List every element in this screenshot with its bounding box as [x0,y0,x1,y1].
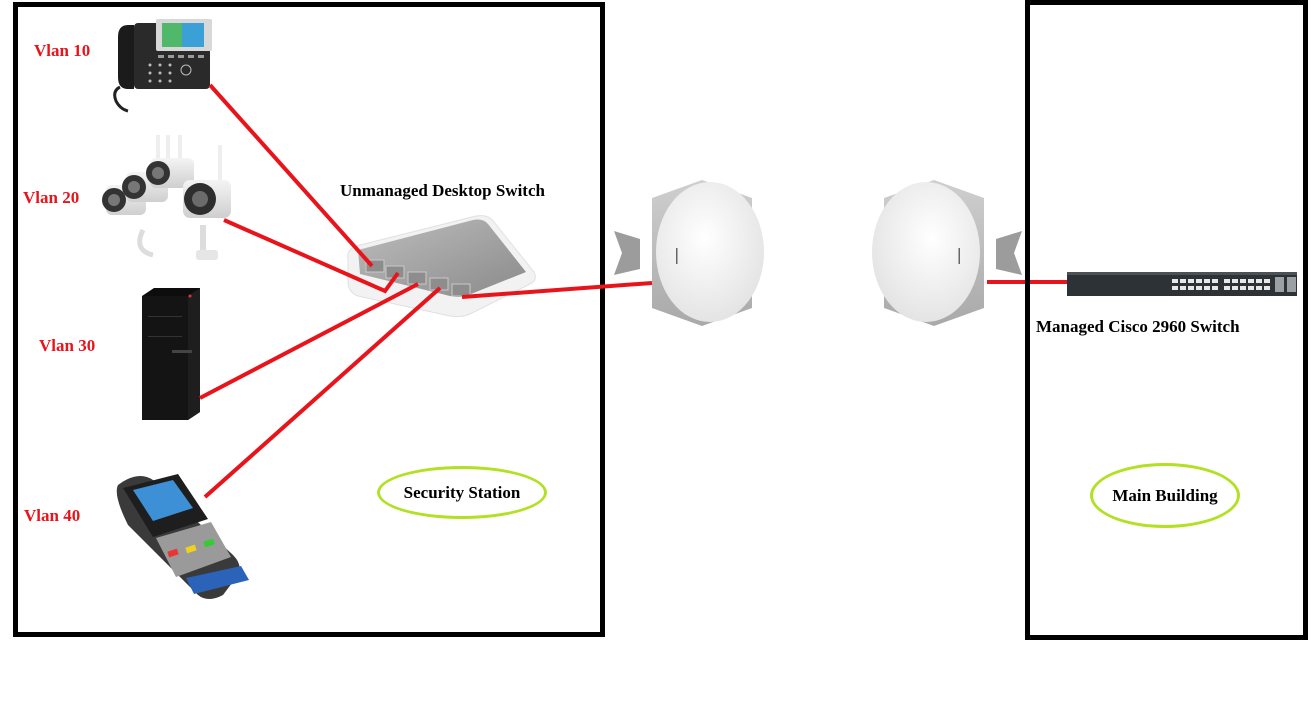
pos-terminal-icon[interactable] [116,474,249,599]
security-station-label: Security Station [403,482,521,502]
security-station-badge: Security Station [377,466,547,519]
desktop-tower-icon[interactable] [142,288,200,420]
wireless-bridge-icon[interactable] [614,180,764,326]
link-tower-switch [199,282,419,400]
vlan-10-label: Vlan 10 [34,41,91,60]
link-pos-switch [203,286,442,499]
vlan-20-label: Vlan 20 [23,188,80,207]
main-building-border-left [1025,0,1030,640]
main-building-badge: Main Building [1090,463,1240,528]
link-switch-bridge [461,281,653,299]
link-cameras-switch [223,218,400,294]
links [199,83,1067,499]
ip-phone-icon[interactable] [113,19,212,113]
unmanaged-switch-icon[interactable] [347,215,536,318]
vlan-40-label: Vlan 40 [24,506,81,525]
unmanaged-switch-label: Unmanaged Desktop Switch [340,181,545,200]
ip-camera-icon[interactable] [102,135,231,260]
managed-switch-icon[interactable] [1067,272,1297,296]
vlan-30-label: Vlan 30 [39,336,96,355]
security-station-zone [13,2,605,637]
link-phone-switch [208,83,374,268]
managed-switch-label: Managed Cisco 2960 Switch [1036,317,1240,336]
main-building-label: Main Building [1112,485,1218,505]
wireless-bridge-icon[interactable] [872,180,1022,326]
